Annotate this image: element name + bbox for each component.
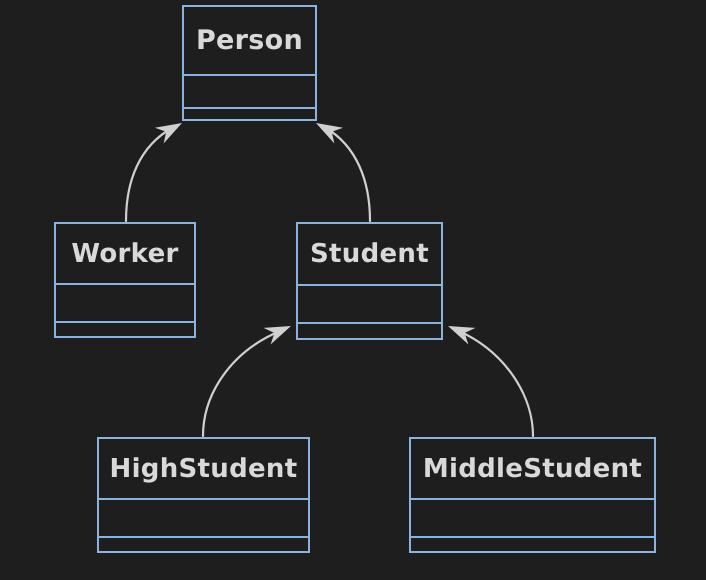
relation-line: [201, 329, 282, 438]
uml-class-name: Worker: [71, 238, 179, 269]
uml-operations-compartment: [411, 536, 654, 551]
relation-student-person[interactable]: [312, 115, 372, 223]
uml-attributes-compartment: [298, 284, 441, 322]
uml-class-student[interactable]: Student: [296, 222, 443, 340]
uml-class-middlestudent[interactable]: MiddleStudent: [409, 437, 656, 553]
uml-class-worker[interactable]: Worker: [54, 222, 196, 338]
uml-class-highstudent[interactable]: HighStudent: [97, 437, 310, 553]
uml-attributes-compartment: [56, 283, 194, 321]
relation-highstudent-student[interactable]: [201, 318, 295, 438]
uml-operations-compartment: [184, 107, 315, 119]
uml-operations-compartment: [56, 321, 194, 336]
uml-class-name: HighStudent: [109, 453, 298, 484]
relation-middlestudent-student[interactable]: [444, 318, 535, 438]
relation-line: [124, 126, 174, 223]
uml-operations-compartment: [298, 322, 441, 338]
relation-line: [324, 126, 372, 223]
uml-attributes-compartment: [99, 498, 308, 536]
uml-class-person[interactable]: Person: [182, 5, 317, 121]
uml-attributes-compartment: [184, 74, 315, 107]
uml-class-name: Person: [195, 25, 304, 56]
uml-class-name: Student: [310, 239, 429, 269]
uml-operations-compartment: [99, 536, 308, 551]
generalization-arrowhead-icon: [263, 326, 291, 345]
generalization-arrowhead-icon: [448, 326, 476, 345]
uml-class-name: MiddleStudent: [422, 453, 643, 484]
relation-worker-person[interactable]: [124, 115, 186, 223]
relation-line: [457, 329, 535, 438]
uml-attributes-compartment: [411, 498, 654, 536]
